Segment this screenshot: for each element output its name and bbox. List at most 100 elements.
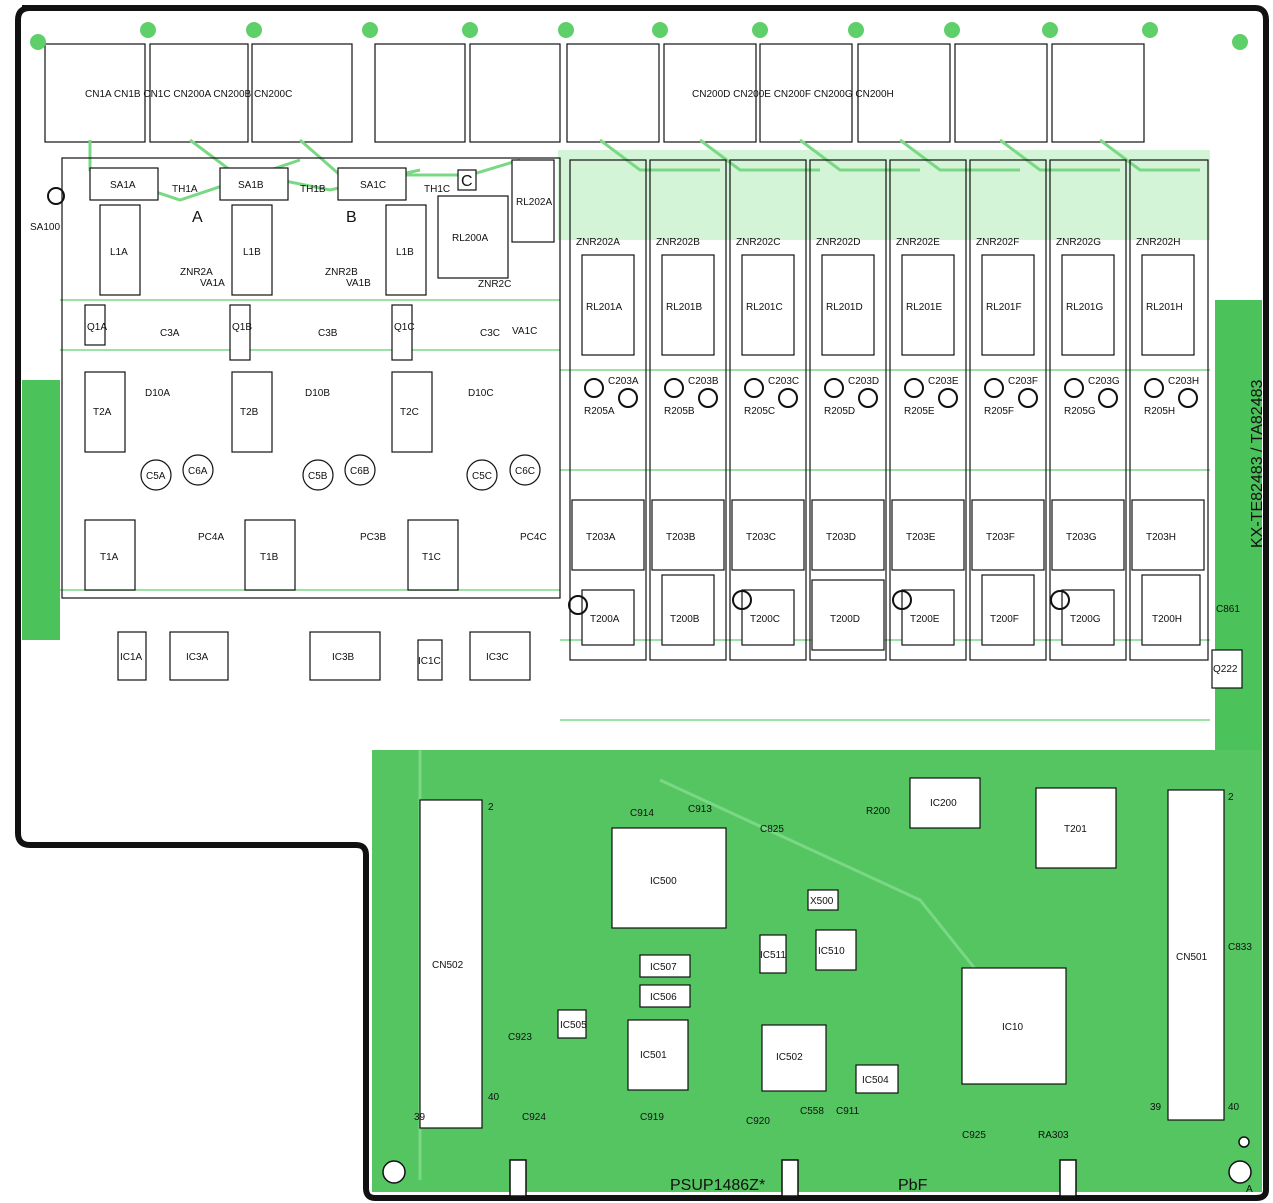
t203e-label: T203E bbox=[906, 532, 936, 543]
channel-h: ZNR202H RL201H R205H C203H T203H T200H bbox=[1129, 159, 1209, 661]
section-c: C bbox=[461, 173, 473, 190]
ic1a-label: IC1A bbox=[120, 652, 143, 663]
lower-section: CN502 2 39 40 CN501 2 39 40 IC500 C914 C… bbox=[414, 604, 1252, 1141]
q222-label: Q222 bbox=[1213, 664, 1238, 675]
znr2c-label: ZNR2C bbox=[478, 279, 511, 290]
t200f-label: T200F bbox=[990, 614, 1019, 625]
r205d-label: R205D bbox=[824, 406, 855, 417]
rl201e-label: RL201E bbox=[906, 302, 942, 313]
sa1c-label: SA1C bbox=[360, 180, 386, 191]
channel-b: ZNR202B RL201B R205B C203B T203B T200B bbox=[649, 159, 727, 661]
t1c-label: T1C bbox=[422, 552, 441, 563]
c203g-label: C203G bbox=[1088, 376, 1120, 387]
channel-a: ZNR202A RL201A R205A C203A T203A T200A bbox=[569, 159, 647, 661]
ic504-label: IC504 bbox=[862, 1075, 889, 1086]
sa1b-label: SA1B bbox=[238, 180, 264, 191]
rl201b-label: RL201B bbox=[666, 302, 702, 313]
x500-label: X500 bbox=[810, 896, 834, 907]
ic500-label: IC500 bbox=[650, 876, 677, 887]
znr2a-label: ZNR2A bbox=[180, 267, 213, 278]
c925-label: C925 bbox=[962, 1130, 986, 1141]
ic502-label: IC502 bbox=[776, 1052, 803, 1063]
t203b-label: T203B bbox=[666, 532, 696, 543]
rl201h-label: RL201H bbox=[1146, 302, 1183, 313]
cn502-pin39: 39 bbox=[414, 1112, 426, 1123]
va1b-label: VA1B bbox=[346, 278, 371, 289]
channel-d: ZNR202D RL201D R205D C203D T203D T200D bbox=[809, 159, 887, 661]
c203b-label: C203B bbox=[688, 376, 719, 387]
section-a: A bbox=[192, 209, 203, 226]
t201-label: T201 bbox=[1064, 824, 1087, 835]
t203a-label: T203A bbox=[586, 532, 616, 543]
cn501-label: CN501 bbox=[1176, 952, 1208, 963]
rl202a-label: RL202A bbox=[516, 197, 552, 208]
th1b-label: TH1B bbox=[300, 184, 326, 195]
q1a-label: Q1A bbox=[87, 322, 107, 333]
q1c-label: Q1C bbox=[394, 322, 415, 333]
l1a-label: L1A bbox=[110, 247, 128, 258]
ic507-label: IC507 bbox=[650, 962, 677, 973]
channel-e: ZNR202E RL201E R205E C203E T203E T200E bbox=[889, 159, 967, 661]
c914-label: C914 bbox=[630, 808, 654, 819]
top-connectors: CN1A CN1B CN1C CN200A CN200B CN200C CN20… bbox=[44, 43, 1145, 143]
sa1a-label: SA1A bbox=[110, 180, 136, 191]
rl201f-label: RL201F bbox=[986, 302, 1022, 313]
c3b-label: C3B bbox=[318, 328, 338, 339]
rl201g-label: RL201G bbox=[1066, 302, 1103, 313]
rl200a-label: RL200A bbox=[452, 233, 488, 244]
c911-label: C911 bbox=[836, 1106, 860, 1117]
cn502-pin2: 2 bbox=[488, 802, 494, 813]
pc4c-label: PC4C bbox=[520, 532, 547, 543]
c833-label: C833 bbox=[1228, 942, 1252, 953]
d10a-label: D10A bbox=[145, 388, 170, 399]
t2b-label: T2B bbox=[240, 407, 259, 418]
ic3b-label: IC3B bbox=[332, 652, 355, 663]
t203f-label: T203F bbox=[986, 532, 1015, 543]
r205h-label: R205H bbox=[1144, 406, 1175, 417]
channel-columns: ZNR202A RL201A R205A C203A T203A T200A Z… bbox=[569, 159, 1209, 661]
t200h-label: T200H bbox=[1152, 614, 1182, 625]
d10c-label: D10C bbox=[468, 388, 494, 399]
znr202b-label: ZNR202B bbox=[656, 237, 700, 248]
mount-holes bbox=[382, 1136, 1252, 1197]
znr2b-label: ZNR2B bbox=[325, 267, 358, 278]
t203h-label: T203H bbox=[1146, 532, 1176, 543]
t200g-label: T200G bbox=[1070, 614, 1101, 625]
t1b-label: T1B bbox=[260, 552, 279, 563]
ic3a-label: IC3A bbox=[186, 652, 209, 663]
c203h-label: C203H bbox=[1168, 376, 1199, 387]
cn502-pin40: 40 bbox=[488, 1092, 500, 1103]
r205f-label: R205F bbox=[984, 406, 1014, 417]
ic3c-label: IC3C bbox=[486, 652, 509, 663]
ic511-label: IC511 bbox=[760, 950, 786, 961]
channel-g: ZNR202G RL201G R205G C203G T203G T200G bbox=[1049, 159, 1127, 661]
ic-row: IC1A IC3A IC3B IC1C IC3C Q222 bbox=[117, 631, 1243, 689]
connector-labels-left: CN1A CN1B CN1C CN200A CN200B CN200C bbox=[85, 89, 292, 100]
c203e-label: C203E bbox=[928, 376, 959, 387]
va1c-label: VA1C bbox=[512, 326, 537, 337]
znr202g-label: ZNR202G bbox=[1056, 237, 1101, 248]
znr202h-label: ZNR202H bbox=[1136, 237, 1180, 248]
c203c-label: C203C bbox=[768, 376, 799, 387]
znr202e-label: ZNR202E bbox=[896, 237, 940, 248]
ic200-label: IC200 bbox=[930, 798, 957, 809]
t200c-label: T200C bbox=[750, 614, 780, 625]
t203c-label: T203C bbox=[746, 532, 776, 543]
channel-c: ZNR202C RL201C R205C C203C T203C T200C bbox=[729, 159, 807, 661]
t200a-label: T200A bbox=[590, 614, 620, 625]
ground-pour-lower bbox=[372, 750, 1262, 1192]
l1c-label: L1B bbox=[396, 247, 414, 258]
pbf-marking: PbF bbox=[898, 1177, 928, 1194]
ic506-label: IC506 bbox=[650, 992, 677, 1003]
t2a-label: T2A bbox=[93, 407, 112, 418]
cn502-label: CN502 bbox=[432, 960, 464, 971]
c5b-label: C5B bbox=[308, 471, 328, 482]
sa100: SA100 bbox=[30, 187, 65, 233]
c5a-label: C5A bbox=[146, 471, 166, 482]
t200d-label: T200D bbox=[830, 614, 860, 625]
cap-rings bbox=[568, 378, 1198, 615]
cn501-pin2: 2 bbox=[1228, 792, 1234, 803]
connector-labels-right: CN200D CN200E CN200F CN200G CN200H bbox=[692, 89, 894, 100]
t200b-label: T200B bbox=[670, 614, 700, 625]
channel-f: ZNR202F RL201F R205F C203F T203F T200F bbox=[969, 159, 1047, 661]
